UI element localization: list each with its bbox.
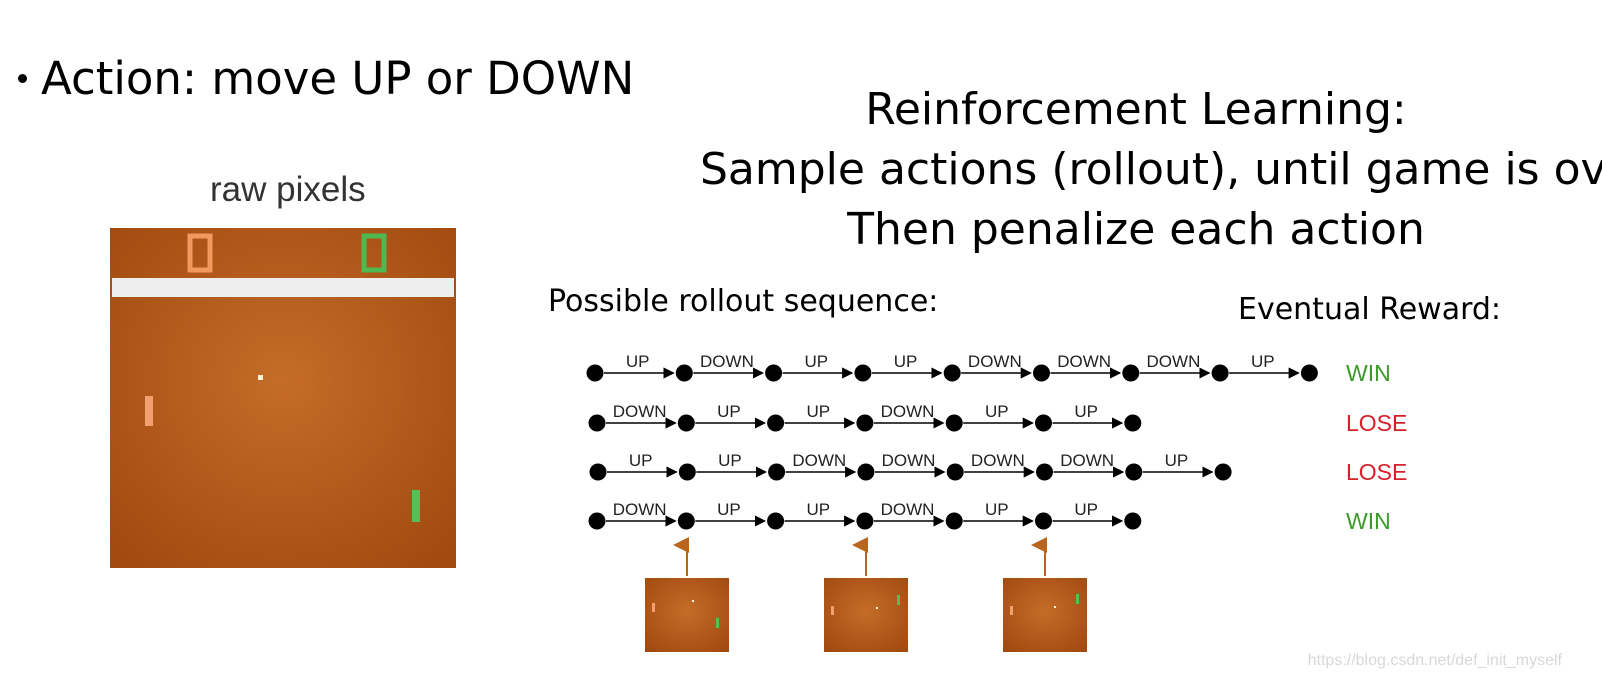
state-node	[1033, 364, 1050, 382]
frames	[645, 537, 1087, 652]
state-node	[943, 364, 961, 382]
reward-result: LOSE	[1346, 410, 1407, 436]
reward-result: WIN	[1346, 360, 1391, 386]
frame-2	[824, 537, 908, 652]
action-label: UP	[894, 352, 918, 371]
action-label: DOWN	[613, 500, 667, 519]
state-node	[1124, 512, 1142, 530]
rollout-sequence-label: Possible rollout sequence:	[548, 284, 939, 319]
state-node	[588, 512, 606, 530]
bullet-dot-icon	[18, 73, 27, 83]
state-node	[945, 512, 963, 530]
action-label: UP	[718, 451, 742, 470]
rollout-row: DOWN UP UP DOWN UP UP WIN	[588, 500, 1391, 534]
action-label: UP	[985, 402, 1009, 421]
action-label: DOWN	[1057, 352, 1111, 371]
bullet-text: Action: move UP or DOWN	[41, 52, 635, 105]
action-label: UP	[626, 352, 650, 371]
state-node	[1214, 463, 1232, 481]
state-node	[768, 463, 786, 481]
pong-screen-large	[110, 228, 456, 568]
action-label: UP	[1074, 402, 1098, 421]
raw-pixels-label: raw pixels	[210, 170, 366, 209]
action-label: DOWN	[971, 451, 1025, 470]
rollout-row: DOWN UP UP DOWN UP UP LOSE	[588, 402, 1407, 436]
reward-result: WIN	[1346, 508, 1391, 534]
rl-line-sample: Sample actions (rollout), until game is …	[700, 144, 1602, 195]
state-node	[1035, 414, 1052, 432]
state-node	[767, 414, 785, 432]
state-node	[589, 463, 607, 481]
action-label: UP	[1165, 451, 1189, 470]
state-node	[1122, 364, 1140, 382]
action-label: UP	[1074, 500, 1098, 519]
rl-line-penalize: Then penalize each action	[847, 204, 1425, 255]
pong-top-wall	[112, 278, 454, 297]
action-label: UP	[1251, 352, 1275, 371]
state-node	[677, 512, 695, 530]
state-node	[588, 414, 606, 432]
state-node	[677, 414, 695, 432]
eventual-reward-label: Eventual Reward:	[1238, 292, 1502, 327]
action-label: DOWN	[881, 402, 935, 421]
rollout-row: UP UP DOWN DOWN DOWN DOWN UP LOSE	[589, 451, 1407, 485]
action-label: DOWN	[1147, 352, 1201, 371]
state-node	[856, 414, 874, 432]
action-label: DOWN	[968, 352, 1022, 371]
rollout-row: UP DOWN UP UP DOWN DOWN DOWN UP WIN	[586, 352, 1391, 386]
action-label: UP	[629, 451, 653, 470]
score-left-icon	[187, 233, 213, 273]
action-label: DOWN	[613, 402, 667, 421]
action-label: DOWN	[700, 352, 754, 371]
state-node	[1124, 414, 1142, 432]
state-node	[1035, 512, 1052, 530]
paddle-left	[145, 396, 153, 426]
state-node	[857, 463, 875, 481]
action-label: DOWN	[881, 500, 935, 519]
state-node	[1036, 463, 1053, 481]
state-node	[856, 512, 874, 530]
ball	[258, 375, 263, 380]
action-label: UP	[717, 402, 741, 421]
action-label: UP	[806, 500, 830, 519]
state-node	[945, 414, 963, 432]
state-node	[946, 463, 964, 481]
action-label: UP	[806, 402, 830, 421]
state-node	[1211, 364, 1229, 382]
rl-title: Reinforcement Learning:	[865, 84, 1407, 135]
action-label: UP	[985, 500, 1009, 519]
watermark: https://blog.csdn.net/def_init_myself	[1307, 652, 1562, 669]
frame-1	[645, 537, 729, 652]
action-label: UP	[804, 352, 828, 371]
reward-result: LOSE	[1346, 459, 1407, 485]
action-label: UP	[717, 500, 741, 519]
action-label: DOWN	[792, 451, 846, 470]
action-label: DOWN	[1060, 451, 1114, 470]
state-node	[586, 364, 604, 382]
action-label: DOWN	[882, 451, 936, 470]
state-node	[765, 364, 783, 382]
state-node	[854, 364, 872, 382]
state-node	[678, 463, 696, 481]
state-node	[1300, 364, 1318, 382]
state-node	[767, 512, 785, 530]
paddle-right	[412, 490, 420, 522]
frame-3	[1003, 537, 1087, 652]
state-node	[1125, 463, 1143, 481]
state-node	[675, 364, 693, 382]
bullet-point: Action: move UP or DOWN	[18, 52, 634, 105]
score-right-icon	[361, 233, 387, 273]
